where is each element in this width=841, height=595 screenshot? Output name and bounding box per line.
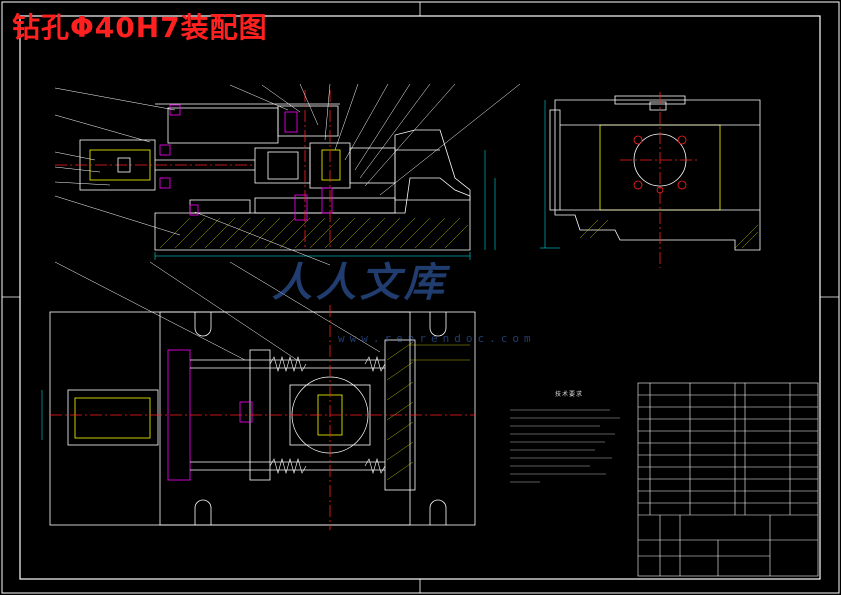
drawing-title: 钻孔Φ40H7装配图 xyxy=(12,11,268,44)
sheet-border-inner xyxy=(19,15,821,580)
title-block xyxy=(637,382,819,577)
plan-view xyxy=(41,261,476,530)
watermark-url: www.renrendoc.com xyxy=(338,332,536,345)
side-view xyxy=(540,92,761,268)
tech-notes-heading: 技术要求 xyxy=(555,391,584,398)
front-view xyxy=(54,83,521,266)
tech-notes xyxy=(510,409,620,483)
